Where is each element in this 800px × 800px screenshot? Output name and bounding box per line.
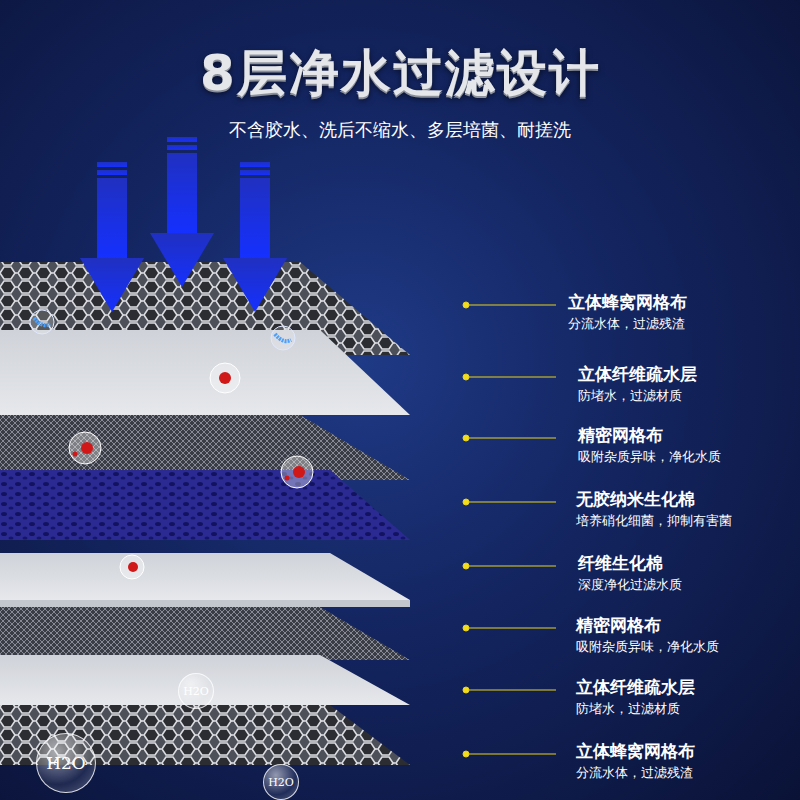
layer-description: 吸附杂质异味，净化水质 [578,448,721,466]
title: 8层净水过滤设计 [200,40,601,107]
layer-name: 纤维生化棉 [578,552,663,575]
water-bubble: H2O [178,673,214,709]
layer-name: 立体蜂窝网格布 [576,740,695,763]
bubble-label: H2O [268,776,294,789]
layer-name: 立体蜂窝网格布 [568,291,687,314]
layer-description: 培养硝化细菌，抑制有害菌 [576,512,732,530]
particle-bubbles [30,310,313,579]
fiber-layer [0,553,410,600]
layer-name: 精密网格布 [576,614,661,637]
layer-name: 立体纤维疏水层 [578,363,697,386]
sponge-layer [0,470,410,540]
water-bubble: H2O [36,733,96,793]
flow-arrows [80,137,287,312]
layer-description: 分流水体，过滤残渣 [568,315,685,333]
layer-description: 防堵水，过滤材质 [576,700,680,718]
layer-description: 分流水体，过滤残渣 [576,764,693,782]
water-bubble: H2O [263,764,299,800]
fiber-layer [0,330,410,415]
layer-description: 深度净化过滤水质 [578,576,682,594]
subtitle: 不含胶水、洗后不缩水、多层培菌、耐搓洗 [229,118,571,142]
layer-edge [0,600,410,607]
mesh-layer [0,607,410,660]
bubble-label: H2O [183,685,209,698]
layer-name: 精密网格布 [578,424,663,447]
bubble-label: H2O [46,753,86,773]
layer-name: 无胶纳米生化棉 [576,488,695,511]
leader-lines [463,302,556,757]
layer-description: 防堵水，过滤材质 [578,387,682,405]
layer-description: 吸附杂质异味，净化水质 [576,638,719,656]
layer-name: 立体纤维疏水层 [576,676,695,699]
